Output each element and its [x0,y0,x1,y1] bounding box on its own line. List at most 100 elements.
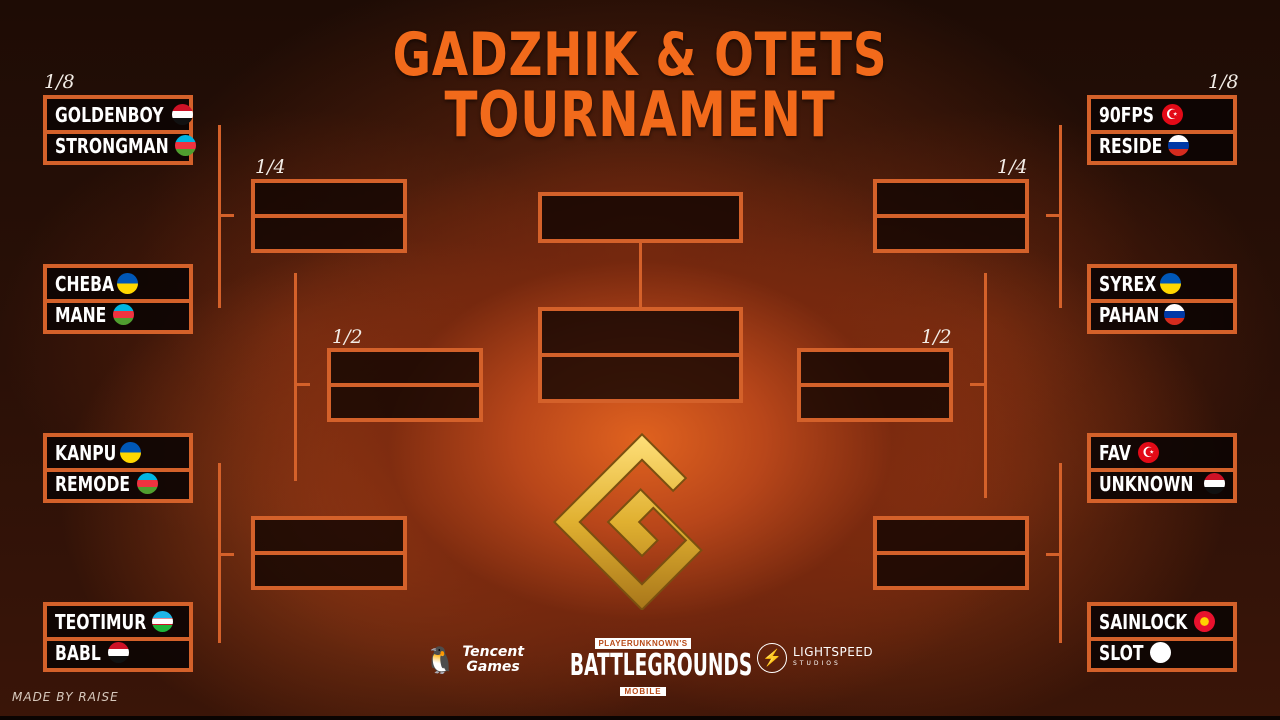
syria-flag-icon [172,104,194,125]
ukraine-flag-icon [116,273,138,294]
player-slot[interactable]: FAV ☪ [1091,437,1233,468]
player-slot[interactable]: BABL [47,637,189,668]
turkey-flag-icon: ☪ [1137,442,1159,463]
player-slot[interactable]: PAHAN [1091,299,1233,330]
pubg-main-label: BATTLEGROUNDS [569,648,753,683]
player-slot[interactable]: SAINLOCK [1091,606,1233,637]
ukraine-flag-icon [1160,273,1182,294]
connector-line [1046,214,1062,217]
player-name: REMODE [55,471,131,496]
match-left-r16-3: KANPU REMODE [43,433,193,503]
round-label-left-1-4: 1/4 [255,156,286,178]
uzbekistan-flag-icon [151,611,173,632]
match-left-qf-1[interactable] [251,179,407,253]
divider [801,383,949,387]
round-label-right-1-8: 1/8 [1208,71,1239,93]
player-name: PAHAN [1099,302,1160,327]
match-right-semi[interactable] [797,348,953,422]
tencent-penguin-icon: 🐧 [424,645,457,675]
player-name: TEOTIMUR [55,609,147,634]
player-slot[interactable]: UNKNOWN [1091,468,1233,499]
ukraine-flag-icon [119,442,141,463]
connector-line [970,383,986,386]
player-name: 90FPS [1099,102,1155,127]
iraq-flag-icon [107,642,129,663]
blank-white-flag-icon [1150,642,1172,663]
azerbaijan-flag-icon [137,473,159,494]
player-name: FAV [1099,440,1131,465]
player-name: MANE [55,302,107,327]
divider [877,551,1025,555]
tencent-games-logo: 🐧 Tencent Games [424,640,534,680]
match-right-qf-1[interactable] [873,179,1029,253]
divider [47,468,189,472]
connector-line [294,273,297,481]
divider [47,637,189,641]
match-left-r16-4: TEOTIMUR BABL [43,602,193,672]
tournament-g-logo-icon [552,432,703,610]
connector-line [218,553,234,556]
lightning-bolt-icon: ⚡ [757,643,787,673]
player-slot[interactable]: TEOTIMUR [47,606,189,637]
player-name: UNKNOWN [1099,471,1194,496]
pubg-mobile-label: MOBILE [620,687,666,696]
round-label-right-1-2: 1/2 [921,326,952,348]
lightspeed-label: LIGHTSPEED [793,645,874,659]
pubg-mobile-logo: PLAYERUNKNOWN'S BATTLEGROUNDS MOBILE [565,633,753,696]
title-line-2: TOURNAMENT [444,78,836,151]
champion-box[interactable] [538,192,743,243]
match-right-r16-4: SAINLOCK SLOT [1087,602,1237,672]
player-slot[interactable]: 90FPS ☪ [1091,99,1233,130]
round-label-left-1-2: 1/2 [332,326,363,348]
kyrgyzstan-flag-icon [1194,611,1216,632]
player-name: BABL [55,640,101,665]
tencent-line2: Games [466,659,520,675]
player-slot[interactable]: RESIDE [1091,130,1233,161]
match-left-r16-1: GOLDENBOY STRONGMAN [43,95,196,165]
player-slot[interactable]: SYREX [1091,268,1233,299]
player-slot[interactable]: SLOT [1091,637,1233,668]
connector-line [1046,553,1062,556]
round-label-left-1-8: 1/8 [44,71,75,93]
player-name: RESIDE [1099,133,1163,158]
match-final[interactable] [538,307,743,403]
player-slot[interactable]: MANE [47,299,189,330]
title-line-1: GADZHIK & OTETS [392,20,888,90]
iraq-flag-icon [1204,473,1226,494]
divider [542,353,739,357]
match-right-r16-2: SYREX PAHAN [1087,264,1237,334]
player-name: GOLDENBOY [55,102,164,127]
azerbaijan-flag-icon [174,135,196,156]
divider [877,214,1025,218]
russia-flag-icon [1168,135,1190,156]
tencent-line1: Tencent [462,644,525,660]
match-left-semi[interactable] [327,348,483,422]
studios-label: STUDIOS [793,660,841,667]
connector-line [294,383,310,386]
player-slot[interactable]: CHEBA [47,268,189,299]
credit-text: MADE BY RAISE [12,690,119,704]
match-left-qf-2[interactable] [251,516,407,590]
divider [1091,468,1233,472]
match-right-r16-3: FAV ☪ UNKNOWN [1087,433,1237,503]
lightspeed-studios-logo: ⚡ LIGHTSPEED STUDIOS [757,640,887,676]
divider [1091,637,1233,641]
player-slot[interactable]: REMODE [47,468,189,499]
russia-flag-icon [1164,304,1186,325]
player-slot[interactable]: KANPU [47,437,189,468]
match-right-qf-2[interactable] [873,516,1029,590]
player-name: STRONGMAN [55,133,169,158]
player-name: SAINLOCK [1099,609,1188,634]
divider [255,214,403,218]
bottom-bar [0,716,1280,720]
match-left-r16-2: CHEBA MANE [43,264,193,334]
divider [47,130,189,134]
divider [255,551,403,555]
player-name: CHEBA [55,271,115,296]
divider [331,383,479,387]
divider [1091,130,1233,134]
player-slot[interactable]: GOLDENBOY [47,99,194,130]
player-name: SYREX [1099,271,1157,296]
connector-line [639,243,642,308]
player-slot[interactable]: STRONGMAN [47,130,196,161]
